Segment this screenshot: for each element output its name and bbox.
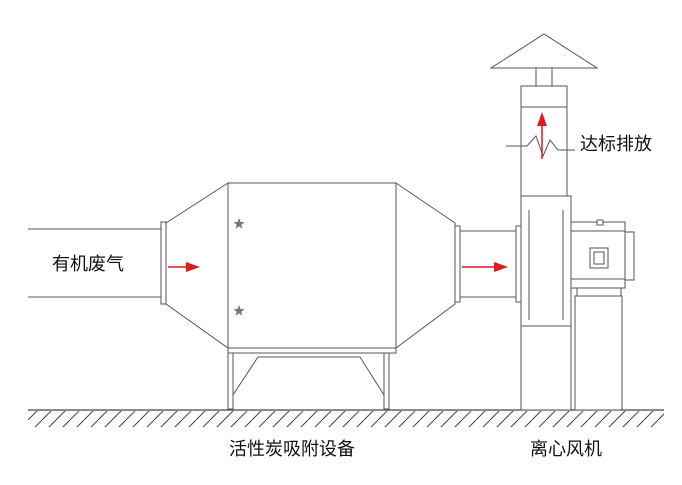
outlet-zigzag (506, 135, 575, 158)
label-fan: 离心风机 (530, 439, 602, 460)
activated-carbon-adsorber (165, 182, 456, 410)
ground (28, 409, 664, 427)
label-inlet-gas: 有机废气 (52, 254, 124, 275)
red-arrow-icon (168, 112, 547, 272)
star-bolt-icon (233, 218, 245, 316)
centrifugal-fan (489, 33, 635, 411)
connecting-duct (454, 225, 522, 303)
label-adsorber: 活性炭吸附设备 (229, 439, 355, 460)
label-outlet-discharge: 达标排放 (580, 134, 652, 155)
